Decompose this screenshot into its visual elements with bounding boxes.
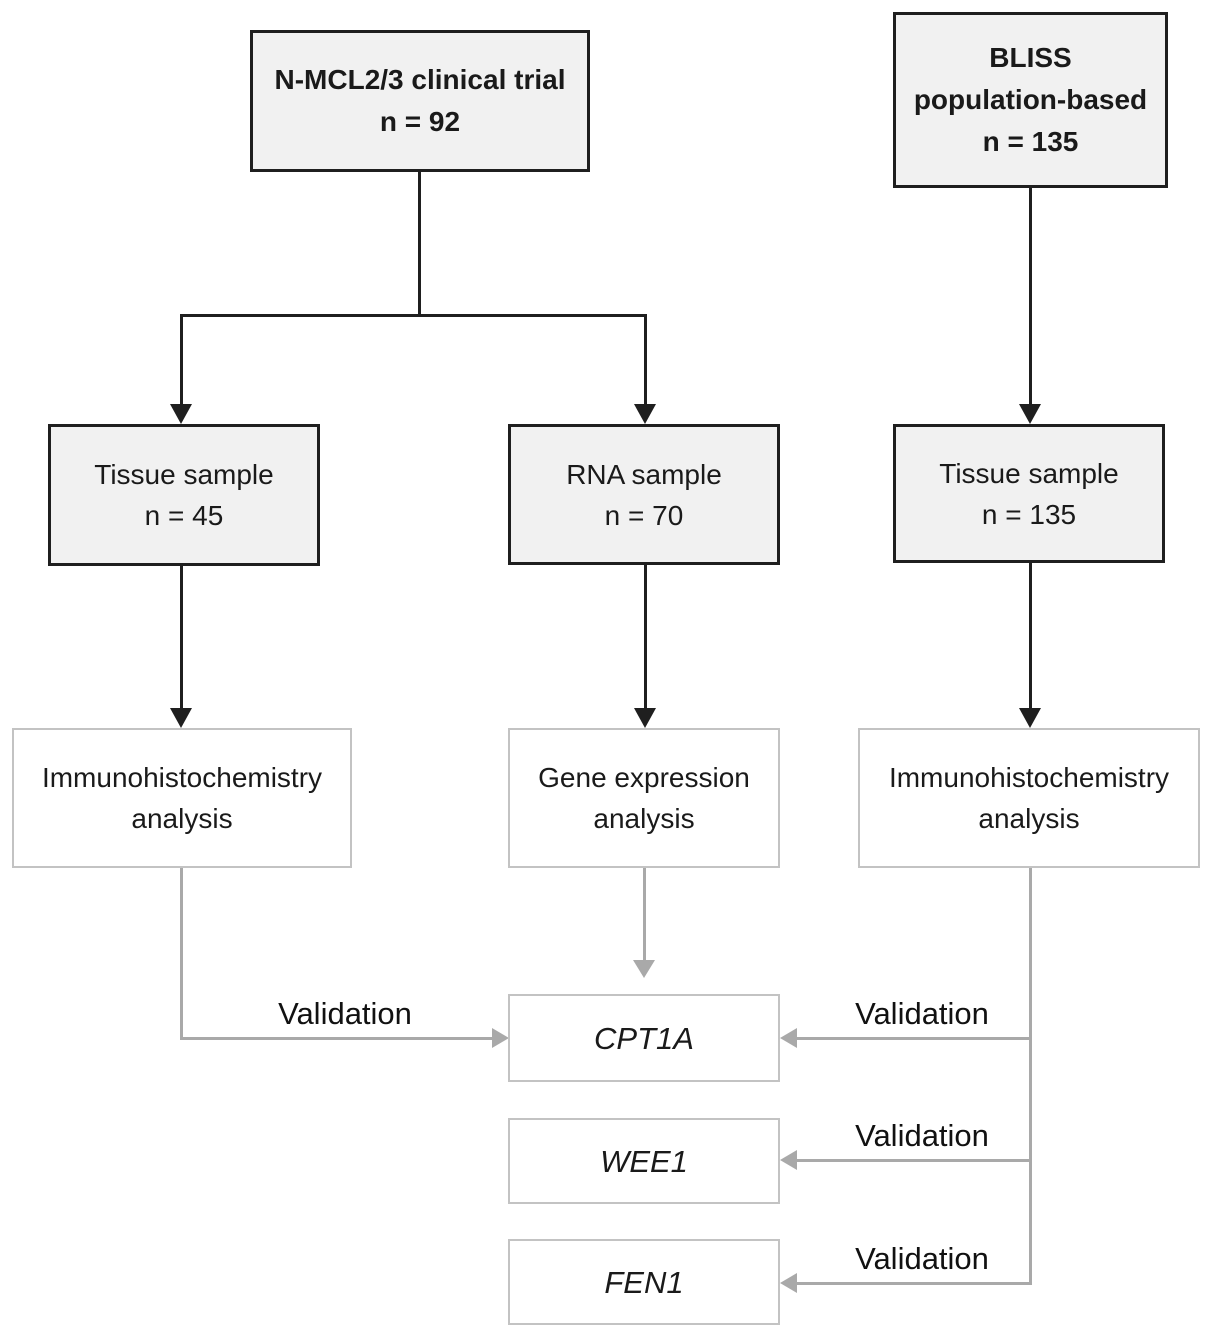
tissue-sample-trial-box: Tissue sample n = 45 — [48, 424, 320, 566]
rna-sample-title: RNA sample — [566, 458, 722, 490]
connector-trial-branch — [180, 314, 647, 317]
connector-ihcright-down — [1029, 868, 1032, 1285]
gene-expression-line1: Gene expression — [538, 762, 750, 793]
validation-label-cpt1a: Validation — [855, 996, 989, 1031]
arrowhead-ihcright-to-wee1 — [780, 1150, 797, 1170]
tissue-sample-trial-title: Tissue sample — [94, 459, 274, 490]
fen1-label: FEN1 — [604, 1264, 684, 1300]
connector-ihcleft-down — [180, 868, 183, 1040]
trial-cohort-n: n = 92 — [379, 106, 461, 137]
bliss-cohort-subtitle: population-based — [913, 84, 1148, 115]
arrowhead-to-tissue135 — [1019, 404, 1041, 424]
connector-to-rna70 — [644, 314, 647, 406]
validation-label-left: Validation — [278, 996, 412, 1031]
connector-geneexpr-to-cpt1a — [643, 868, 646, 962]
ihc-analysis-right-box: Immunohistochemistry analysis — [858, 728, 1200, 868]
bliss-cohort-n: n = 135 — [982, 126, 1079, 157]
tissue-sample-trial-n: n = 45 — [144, 500, 224, 531]
arrowhead-to-rna70 — [634, 404, 656, 424]
arrowhead-geneexpr-to-cpt1a — [633, 960, 655, 978]
arrowhead-ihcright-to-fen1 — [780, 1273, 797, 1293]
validation-label-fen1: Validation — [855, 1241, 989, 1276]
ihc-analysis-left-line1: Immunohistochemistry — [41, 762, 323, 793]
connector-tissue45-to-ihc — [180, 566, 183, 710]
connector-ihcleft-to-cpt1a — [180, 1037, 492, 1040]
cpt1a-box: CPT1A — [508, 994, 780, 1082]
trial-cohort-box: N-MCL2/3 clinical trial n = 92 — [250, 30, 590, 172]
arrowhead-tissue45-to-ihc — [170, 708, 192, 728]
tissue-sample-bliss-box: Tissue sample n = 135 — [893, 424, 1165, 563]
connector-rna-to-geneexpr — [644, 565, 647, 710]
arrowhead-ihcright-to-cpt1a — [780, 1028, 797, 1048]
connector-tissue135-to-ihc — [1029, 563, 1032, 710]
gene-expression-line2: analysis — [593, 803, 695, 834]
validation-label-wee1: Validation — [855, 1118, 989, 1153]
fen1-box: FEN1 — [508, 1239, 780, 1325]
bliss-cohort-box: BLISS population-based n = 135 — [893, 12, 1168, 188]
rna-sample-n: n = 70 — [604, 499, 684, 531]
trial-cohort-title: N-MCL2/3 clinical trial — [274, 64, 566, 95]
arrowhead-to-tissue45 — [170, 404, 192, 424]
connector-ihcright-to-fen1 — [796, 1282, 1032, 1285]
gene-expression-analysis-box: Gene expression analysis — [508, 728, 780, 868]
cpt1a-label: CPT1A — [594, 1020, 694, 1056]
tissue-sample-bliss-n: n = 135 — [981, 498, 1077, 530]
wee1-box: WEE1 — [508, 1118, 780, 1204]
connector-ihcright-to-cpt1a — [796, 1037, 1032, 1040]
rna-sample-box: RNA sample n = 70 — [508, 424, 780, 565]
connector-trial-stem — [418, 172, 421, 316]
connector-ihcright-to-wee1 — [796, 1159, 1032, 1162]
ihc-analysis-right-line2: analysis — [978, 803, 1080, 834]
wee1-label: WEE1 — [600, 1143, 688, 1179]
ihc-analysis-left-box: Immunohistochemistry analysis — [12, 728, 352, 868]
tissue-sample-bliss-title: Tissue sample — [939, 457, 1119, 489]
bliss-cohort-title: BLISS — [989, 42, 1072, 73]
arrowhead-ihcleft-to-cpt1a — [492, 1028, 509, 1048]
ihc-analysis-left-line2: analysis — [131, 803, 233, 834]
arrowhead-rna-to-geneexpr — [634, 708, 656, 728]
connector-bliss-stem — [1029, 188, 1032, 406]
connector-to-tissue45 — [180, 314, 183, 406]
ihc-analysis-right-line1: Immunohistochemistry — [888, 762, 1170, 793]
arrowhead-tissue135-to-ihc — [1019, 708, 1041, 728]
